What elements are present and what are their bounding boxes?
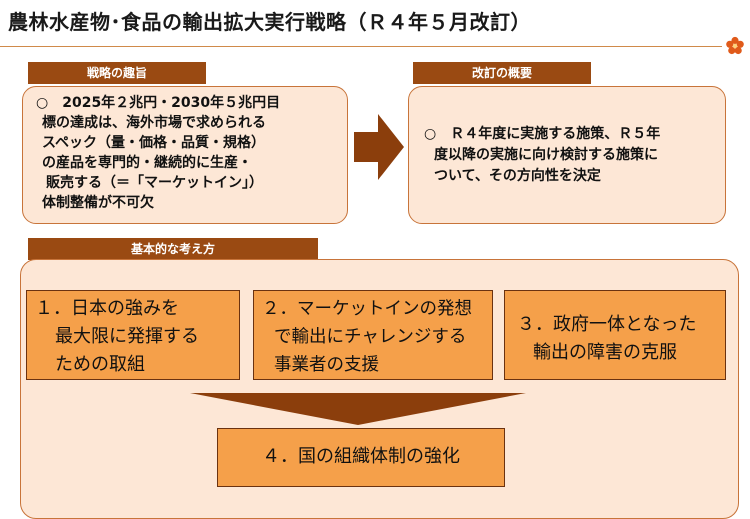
concept-1-line: 最大限に発揮する [55,326,199,347]
revision-label: 改訂の概要 [413,62,591,84]
right-arrow-icon [354,114,404,180]
revision-box [408,86,726,224]
concept-3-line: ３．政府一体となった [517,314,697,335]
concept-box-4: ４．国の組織体制の強化 [217,428,505,487]
revision-line: ついて、その方向性を決定 [434,168,601,184]
concept-box-3: ３．政府一体となった 輸出の障害の克服 [504,290,726,380]
purpose-line: の産品を専門的・継続的に生産・ [42,155,252,171]
purpose-line: 販売する（＝「マーケットイン」） [46,175,263,191]
purpose-line: ○ 2025年２兆円・2030年５兆円目 [36,95,281,111]
revision-line: 度以降の実施に向け検討する施策に [434,147,658,163]
down-arrow-icon [190,393,526,425]
title-divider [0,46,722,47]
concept-2-line: ２．マーケットインの発想 [262,299,472,319]
purpose-box [22,86,348,224]
concept-box-2: ２．マーケットインの発想 で輸出にチャレンジする 事業者の支援 [253,290,493,380]
concept-1-line: １．日本の強みを [35,298,179,319]
purpose-line: 体制整備が不可欠 [42,195,154,211]
concept-2-line: で輸出にチャレンジする [274,327,467,347]
concept-2-line: 事業者の支援 [274,355,379,375]
revision-line: ○ Ｒ４年度に実施する施策、Ｒ５年 [424,126,661,142]
concept-box-1: １．日本の強みを 最大限に発揮する ための取組 [26,290,240,380]
concept-1-line: ための取組 [55,354,145,375]
revision-text: ○ Ｒ４年度に実施する施策、Ｒ５年 度以降の実施に向け検討する施策に ついて、そ… [424,124,660,187]
purpose-line: 標の達成は、海外市場で求められる [42,115,266,131]
basics-label: 基本的な考え方 [28,238,318,260]
flower-icon [726,36,744,55]
concept-4-text: ４．国の組織体制の強化 [262,446,460,467]
purpose-label: 戦略の趣旨 [28,62,206,84]
purpose-text: ○ 2025年２兆円・2030年５兆円目 標の達成は、海外市場で求められる スペ… [36,93,280,213]
concept-3-line: 輸出の障害の克服 [533,342,677,363]
purpose-line: スペック（量・価格・品質・規格） [42,135,266,151]
page-title: 農林水産物･食品の輸出拡大実行戦略（Ｒ４年５月改訂） [8,10,531,34]
